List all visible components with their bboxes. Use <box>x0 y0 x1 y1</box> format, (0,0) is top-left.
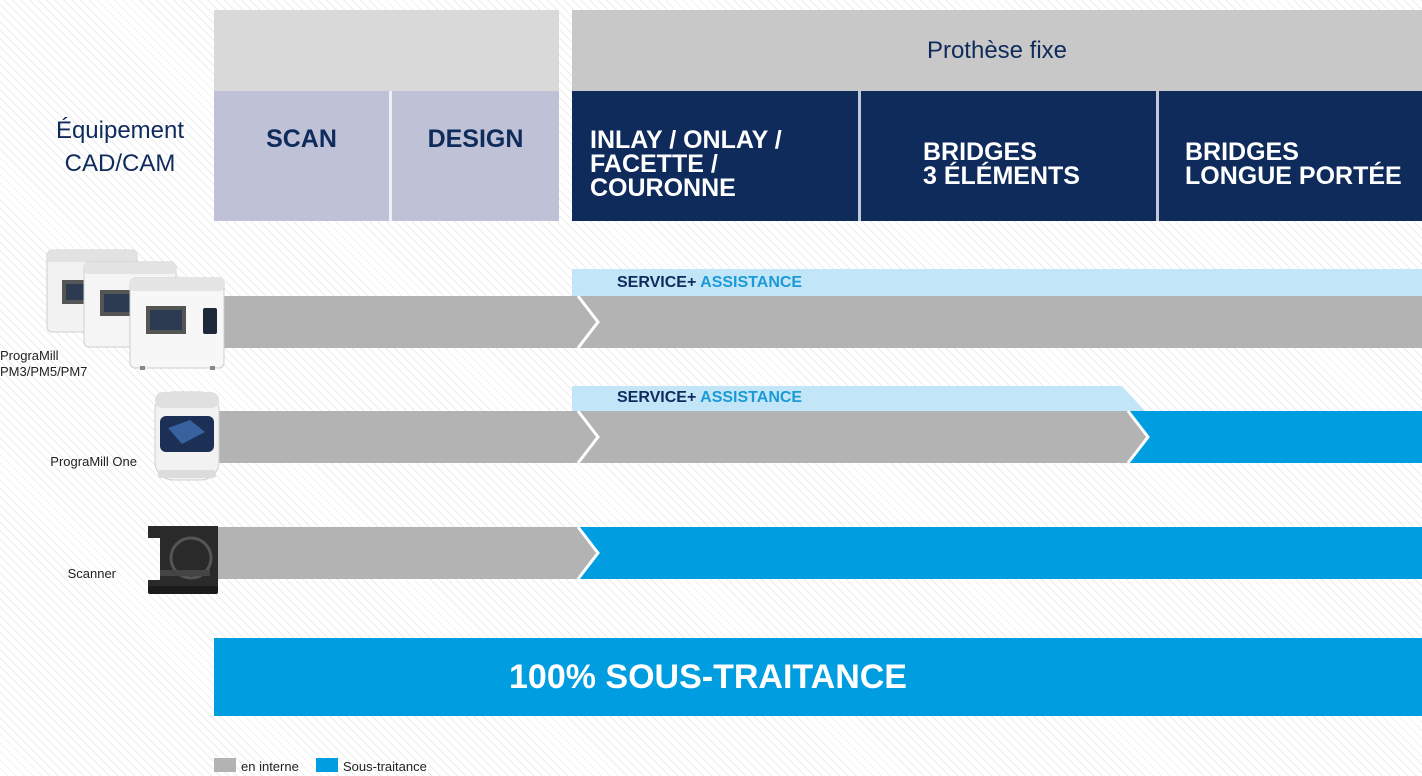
row2-service-band <box>572 386 1145 411</box>
navy-separator-2 <box>1156 91 1159 221</box>
legend-label-outsourced: Sous-traitance <box>343 759 427 774</box>
row2-chevron-divider-1 <box>576 410 600 464</box>
full-outsourcing-banner: 100% SOUS-TRAITANCE <box>214 638 1422 716</box>
header-blank-top <box>214 10 559 91</box>
column-scan: SCAN <box>214 91 389 186</box>
row2-chevron-divider-2 <box>1126 410 1150 464</box>
device-label-scanner-text: Scanner <box>67 566 116 581</box>
row2-segment-inhouse-2 <box>572 411 1148 463</box>
scanner-icon <box>148 526 218 594</box>
row2-segment-inhouse-1 <box>200 411 598 463</box>
row1-chevron-divider <box>576 295 600 349</box>
row3-segment-inhouse <box>200 527 598 579</box>
row3-chevron-divider <box>576 526 600 580</box>
column-bridges-long: BRIDGES LONGUE PORTÉE <box>1185 91 1422 236</box>
fixed-prosthesis-columns-header <box>572 91 1422 221</box>
device-label-pm-line2: PM3/PM5/PM7 <box>0 364 88 379</box>
navy-separator-1 <box>858 91 861 221</box>
column-design: DESIGN <box>392 91 559 186</box>
row1-segment-inhouse-2 <box>572 296 1422 348</box>
row2-service-assistance: SERVICE+ ASSISTANCE <box>617 388 917 408</box>
column-bridges3-line1: BRIDGES <box>923 137 1037 166</box>
row1-segment-inhouse-1 <box>200 296 598 348</box>
column-bridges-long-line1: BRIDGES <box>1185 137 1299 166</box>
prothese-fixe-label: Prothèse fixe <box>926 36 1068 64</box>
scan-design-header <box>214 91 559 221</box>
prothese-fixe-header: Prothèse fixe <box>572 10 1422 91</box>
row1-service-prefix: SERVICE+ <box>617 274 697 291</box>
device-label-one-text: PrograMill One <box>50 454 137 469</box>
column-inlay-line2: FACETTE / COURONNE <box>590 149 736 202</box>
full-outsourcing-label: 100% SOUS-TRAITANCE <box>509 657 907 696</box>
column-scan-label: SCAN <box>266 124 337 153</box>
equipment-cadcam-label: Équipement CAD/CAM <box>30 114 210 184</box>
column-bridges3-line2: 3 ÉLÉMENTS <box>923 161 1080 190</box>
row1-service-assistance: SERVICE+ ASSISTANCE <box>617 273 917 293</box>
row2-segment-outsourced <box>1128 411 1422 463</box>
column-bridges-3: BRIDGES 3 ÉLÉMENTS <box>923 91 1156 236</box>
device-label-pm-line1: PrograMill <box>0 348 59 363</box>
legend-swatch-outsourced <box>316 758 338 772</box>
device-label-programill-pm: PrograMill PM3/PM5/PM7 <box>0 348 112 382</box>
row3-segment-outsourced <box>578 527 1422 579</box>
row2-service-prefix: SERVICE+ <box>617 389 697 406</box>
device-label-scanner: Scanner <box>20 566 116 582</box>
column-inlay-onlay: INLAY / ONLAY / FACETTE / COURONNE <box>590 91 858 236</box>
legend-label-inhouse: en interne <box>241 759 299 774</box>
programill-one-machine-icon <box>154 391 220 481</box>
row1-service-band <box>572 269 1422 296</box>
equipment-label-line2: CAD/CAM <box>64 150 176 177</box>
programill-pm-machines-icon <box>46 249 225 370</box>
row2-service-suffix: ASSISTANCE <box>700 389 803 406</box>
column-bridges-long-line2: LONGUE PORTÉE <box>1185 161 1402 190</box>
equipment-label-line1: Équipement <box>55 117 185 144</box>
legend-swatch-inhouse <box>214 758 236 772</box>
row1-service-suffix: ASSISTANCE <box>700 274 803 291</box>
column-design-label: DESIGN <box>427 124 524 153</box>
scan-design-separator <box>389 91 392 221</box>
column-inlay-line1: INLAY / ONLAY / <box>590 125 782 154</box>
device-label-programill-one: PrograMill One <box>20 454 137 470</box>
